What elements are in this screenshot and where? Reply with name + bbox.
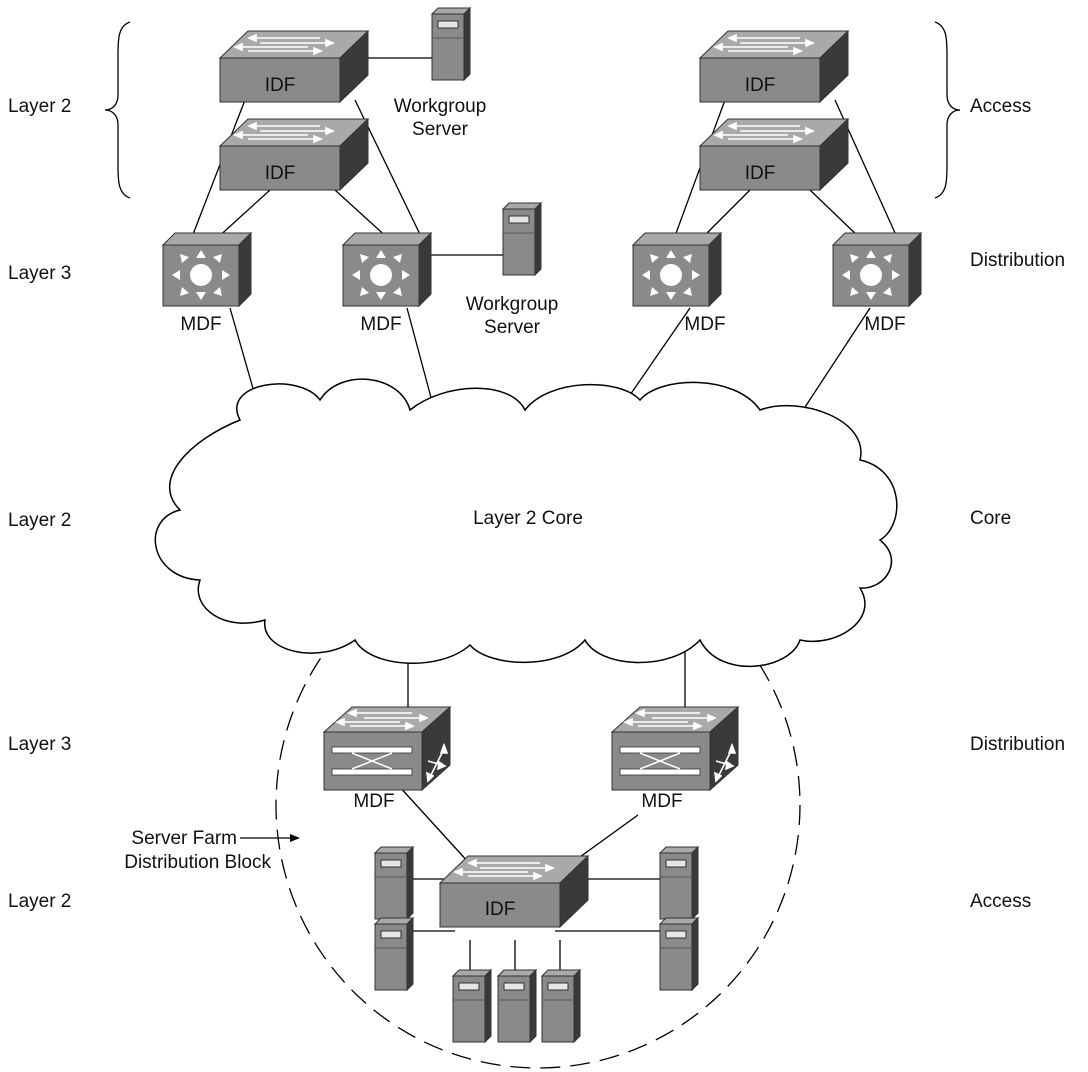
- layer3-switch-icon: [632, 232, 722, 307]
- layer3-switch-icon: [342, 232, 432, 307]
- server-label-line1: Workgroup: [393, 96, 487, 117]
- server-tower-icon: [497, 969, 537, 1043]
- core-label: Layer 2 Core: [473, 508, 583, 529]
- server-farm-label-line2: Distribution Block: [124, 852, 271, 873]
- layer-label-left: Layer 3: [8, 734, 72, 755]
- mdf-label: MDF: [353, 791, 395, 812]
- mdf-label: MDF: [180, 314, 222, 335]
- mdf-label: MDF: [641, 791, 683, 812]
- server-label-line1: Workgroup: [465, 294, 559, 315]
- server-label-line2: Server: [412, 119, 468, 140]
- cloud-icon: [154, 378, 898, 668]
- server-tower-icon: [374, 846, 414, 920]
- server-tower-icon: [541, 969, 581, 1043]
- layer3-switch-icon: [162, 232, 252, 307]
- idf-label: IDF: [264, 75, 296, 96]
- layer-label-left: Layer 2: [8, 96, 72, 117]
- server-tower-icon: [431, 7, 471, 81]
- layer-label-right: Access: [970, 96, 1032, 117]
- server-label-line2: Server: [484, 317, 540, 338]
- multilayer-switch-icon: [323, 706, 451, 791]
- idf-label: IDF: [484, 899, 516, 920]
- multilayer-switch-icon: [611, 706, 739, 791]
- server-tower-icon: [659, 917, 699, 991]
- layer-label-right: Distribution: [970, 734, 1066, 755]
- server-tower-icon: [502, 202, 542, 276]
- layer3-switch-icon: [832, 232, 922, 307]
- brace-left: [104, 21, 131, 199]
- brace-right: [934, 21, 961, 199]
- layer-label-left: Layer 2: [8, 510, 72, 531]
- idf-label: IDF: [744, 75, 776, 96]
- layer-label-right: Distribution: [970, 250, 1066, 271]
- mdf-label: MDF: [360, 314, 402, 335]
- mdf-label: MDF: [864, 314, 906, 335]
- mdf-label: MDF: [684, 314, 726, 335]
- idf-label: IDF: [264, 163, 296, 184]
- server-tower-icon: [659, 846, 699, 920]
- layer-label-right: Access: [970, 891, 1032, 912]
- layer-label-right: Core: [970, 508, 1012, 529]
- idf-label: IDF: [744, 163, 776, 184]
- layer-label-left: Layer 2: [8, 891, 72, 912]
- server-tower-icon: [452, 969, 492, 1043]
- server-tower-icon: [374, 917, 414, 991]
- server-farm-label-line1: Server Farm: [131, 828, 237, 849]
- layer-label-left: Layer 3: [8, 263, 72, 284]
